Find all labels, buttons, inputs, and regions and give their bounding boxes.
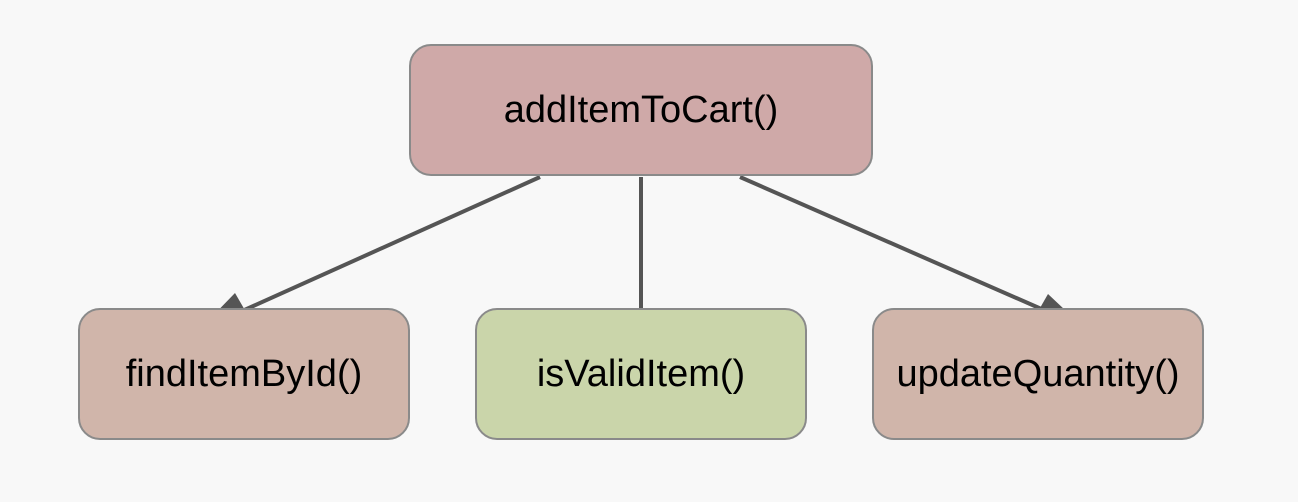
node-findItemById: findItemById() — [78, 308, 410, 440]
edge-root-to-findItemById — [202, 175, 541, 327]
node-updateQuantity: updateQuantity() — [872, 308, 1204, 440]
edge-root-to-updateQuantity — [739, 175, 1082, 326]
node-isValidItem: isValidItem() — [475, 308, 807, 440]
node-addItemToCart: addItemToCart() — [409, 44, 873, 176]
